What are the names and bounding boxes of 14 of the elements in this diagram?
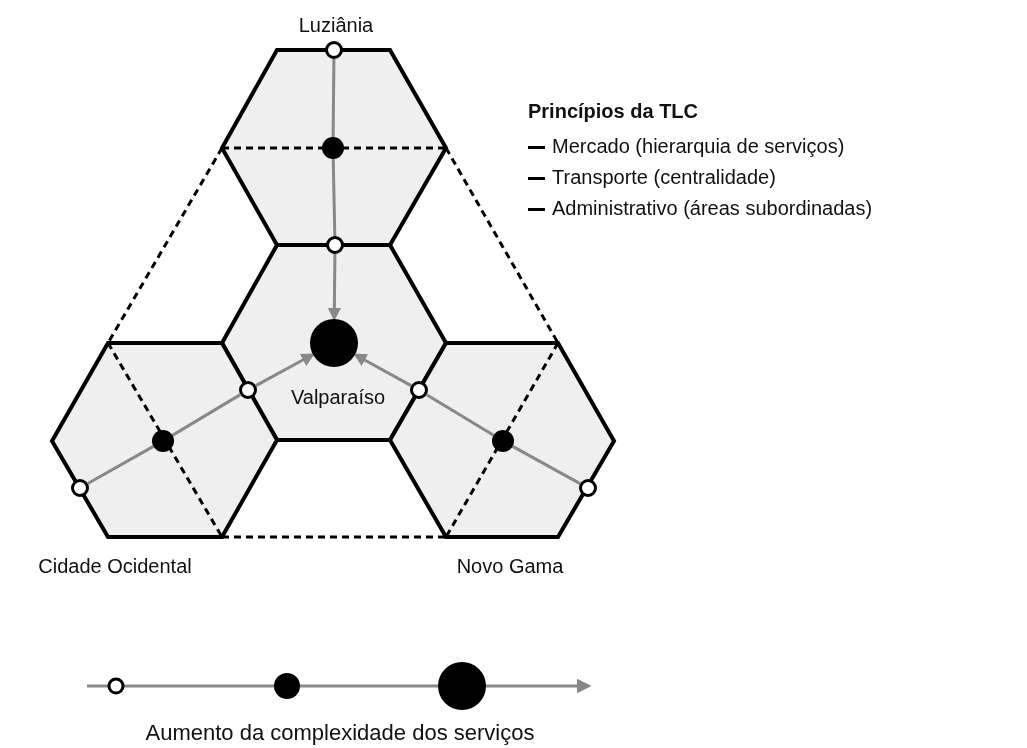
legend-heading: Princípios da TLC: [528, 100, 700, 123]
hollow-circle: [325, 41, 343, 59]
place-label: Cidade Ocidental: [38, 555, 192, 577]
arrow: [255, 353, 315, 387]
scale-caption: Aumento da complexidade dos serviços: [144, 721, 536, 746]
arrow: [327, 254, 342, 322]
place-label: Valparaíso: [290, 386, 386, 408]
place-label: Luziânia: [298, 14, 374, 36]
principle-item: Mercado (hierarquia de serviços): [528, 135, 873, 158]
hollow-circle: [71, 479, 89, 497]
principle-item: Administrativo (áreas subordinadas): [528, 197, 873, 220]
arrow: [353, 353, 412, 387]
principle-item: Transporte (centralidade): [528, 166, 873, 189]
place-label: Novo Gama: [456, 555, 564, 577]
